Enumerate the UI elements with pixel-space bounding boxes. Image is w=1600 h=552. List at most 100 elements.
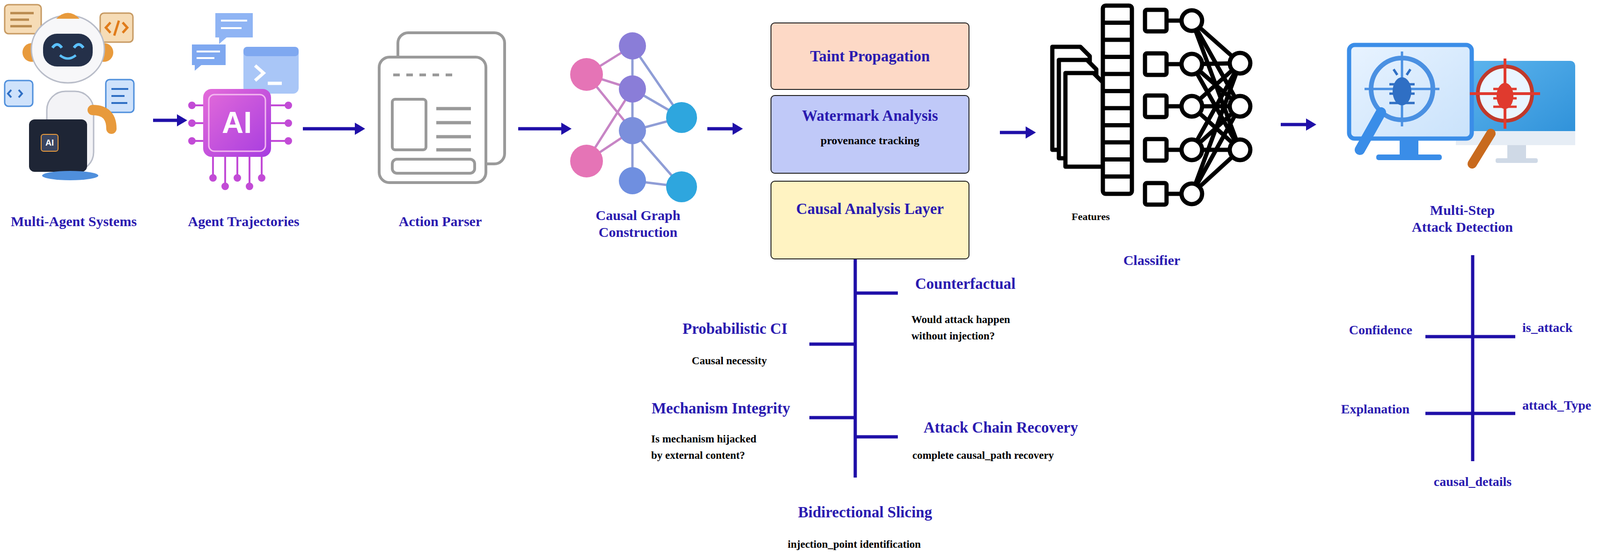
input-square [1144, 53, 1167, 75]
illustration-shape [1507, 145, 1527, 160]
illustration-shape [203, 88, 272, 157]
chip-pin [260, 156, 263, 176]
document-illustration [379, 32, 505, 183]
process-box: Watermark Analysisprovenance tracking [770, 95, 970, 174]
illustration-shape [1495, 158, 1538, 163]
nn-link [1166, 147, 1182, 153]
illustration-shape [666, 102, 698, 133]
feature-divider [1102, 37, 1132, 43]
ai-chip-illustration [189, 13, 299, 190]
feature-divider [1102, 72, 1132, 77]
annotation-label: attack_Type [1522, 395, 1592, 416]
illustration-shape [1399, 138, 1419, 156]
chip-pin-end [285, 120, 292, 126]
annotation-label: Mechanism Integrity [651, 396, 791, 420]
stage-node: Multi-Step Attack Detection [1344, 28, 1580, 238]
illustration-shape [105, 20, 128, 36]
chip-pin [212, 156, 214, 176]
neuron [1181, 183, 1203, 205]
process-box: Taint Propagation [770, 22, 970, 90]
annotation-label: Features [1071, 208, 1110, 225]
illustration-shape [243, 46, 299, 57]
annotation-label: causal_details [1433, 471, 1512, 492]
nn-link [1166, 62, 1182, 67]
chip-pin [271, 104, 287, 107]
arrow-head [1025, 126, 1036, 139]
node-title: Causal Graph Construction [591, 206, 685, 243]
arrow-head [1306, 118, 1317, 131]
nn-link [1166, 191, 1182, 197]
arrow-shaft [999, 131, 1027, 135]
illustration-shape [41, 134, 59, 152]
annotation-label: Probabilistic CI [682, 316, 788, 341]
node-title: Causal Analysis Layer [796, 199, 944, 219]
feature-column [1102, 5, 1132, 194]
detection-illustration [1349, 44, 1576, 164]
illustration-shape [10, 13, 34, 27]
annotation-label: Explanation [1341, 399, 1410, 419]
node-title: Agent Trajectories [188, 212, 300, 232]
nn-link [1166, 18, 1182, 23]
robot-illustration [4, 4, 134, 181]
input-square [1144, 139, 1167, 161]
annotation-label: Confidence [1349, 320, 1413, 340]
arrow-shaft [153, 118, 178, 123]
illustration-shape [243, 46, 299, 94]
illustration-shape [1392, 77, 1412, 106]
chip-pin [271, 122, 287, 125]
node-subtitle: provenance tracking [820, 133, 920, 148]
illustration-shape [618, 75, 646, 103]
neuron [1181, 139, 1203, 161]
annotation-label: is_attack [1522, 317, 1573, 338]
graph-illustration [570, 32, 698, 203]
illustration-shape [215, 13, 253, 45]
chip-pin-end [189, 138, 195, 144]
chip-pin [248, 156, 251, 184]
illustration-shape [4, 80, 33, 107]
feature-divider [1102, 54, 1132, 59]
node-title: Taint Propagation [810, 46, 931, 66]
chip-pin [271, 139, 287, 142]
chip-pin-end [234, 175, 241, 181]
feature-divider [1102, 174, 1132, 179]
illustration-shape [379, 57, 486, 183]
input-square [1144, 9, 1167, 32]
illustration-shape [196, 51, 221, 59]
chip-pin-end [285, 138, 292, 144]
illustration-shape [56, 13, 80, 20]
feature-sheet [1065, 73, 1103, 167]
illustration-shape [618, 117, 646, 145]
neuron [1181, 10, 1203, 31]
tree-lines [809, 255, 1516, 478]
illustration-shape [43, 33, 93, 67]
flow-arrow [153, 114, 188, 127]
illustration-shape [1389, 69, 1415, 103]
input-square [1144, 183, 1167, 205]
process-box: Causal Analysis Layer [770, 180, 970, 260]
annotation-label: Attack Chain Recovery [923, 415, 1079, 440]
illustration-shape [1472, 133, 1491, 164]
chip-pin [224, 156, 227, 184]
node-title: Multi-Agent Systems [10, 212, 137, 232]
flow-arrow [518, 122, 572, 135]
illustration-shape [31, 15, 105, 83]
illustration-shape [208, 94, 266, 152]
icon-text: AI [221, 100, 252, 146]
stage-node: Causal Graph Construction [574, 0, 702, 243]
illustration-shape [570, 144, 603, 178]
chip-pin-end [189, 102, 195, 109]
node-title: Multi-Step Attack Detection [1409, 201, 1516, 238]
neuron [1181, 95, 1203, 117]
arrow-shaft [518, 127, 563, 131]
illustration-shape [191, 44, 226, 71]
flow-arrow [302, 122, 366, 135]
illustration-shape [7, 89, 23, 98]
illustration-shape [255, 65, 282, 84]
illustration-shape [100, 13, 133, 43]
input-square [1144, 95, 1167, 118]
annotation-label: injection_point identification [787, 535, 921, 552]
illustration-shape [1359, 112, 1381, 150]
arrow-head [354, 122, 366, 135]
flow-arrow [1280, 118, 1317, 131]
neuron [1181, 53, 1203, 75]
